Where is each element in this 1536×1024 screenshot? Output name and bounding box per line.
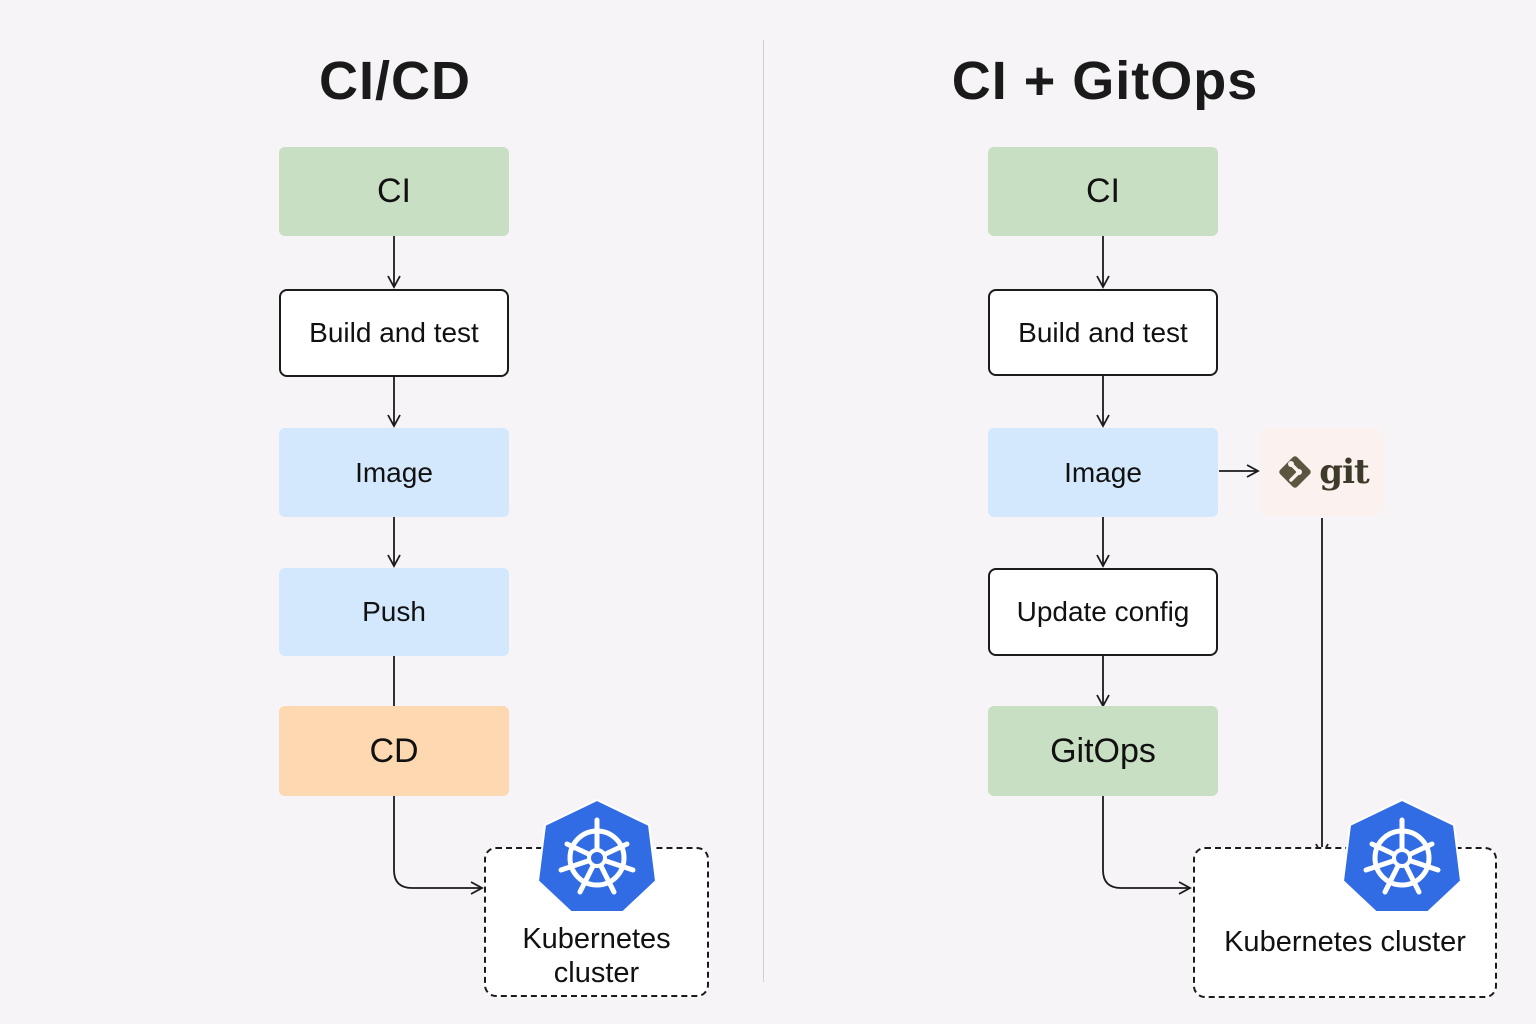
right-node-image: Image xyxy=(988,428,1218,517)
kubernetes-helm-icon xyxy=(1341,798,1463,913)
left-node-cd-label: CD xyxy=(369,731,419,770)
left-node-image: Image xyxy=(279,428,509,517)
right-node-update-label: Update config xyxy=(1016,596,1190,627)
left-node-cd: CD xyxy=(279,706,509,796)
right-title: CI + GitOps xyxy=(951,51,1259,111)
right-node-gitops-label: GitOps xyxy=(1050,731,1156,770)
git-badge: git xyxy=(1261,428,1383,516)
right-cluster-label: Kubernetes cluster xyxy=(1224,926,1466,958)
right-node-image-label: Image xyxy=(1064,456,1142,488)
right-node-ci-label: CI xyxy=(1086,172,1120,210)
left-node-push: Push xyxy=(279,568,509,656)
left-node-ci-label: CI xyxy=(377,172,411,210)
right-node-gitops: GitOps xyxy=(988,706,1218,796)
right-node-build-and-test: Build and test xyxy=(988,289,1218,376)
left-node-image-label: Image xyxy=(355,456,433,488)
center-divider xyxy=(763,40,764,982)
left-cluster-label-line1: Kubernetes xyxy=(522,923,671,955)
right-node-ci: CI xyxy=(988,147,1218,236)
left-cluster-label-line2: cluster xyxy=(553,957,640,989)
git-logo-text: git xyxy=(1319,452,1369,492)
right-node-update-config: Update config xyxy=(988,568,1218,656)
left-title: CI/CD xyxy=(319,51,471,111)
right-node-build-label: Build and test xyxy=(1018,316,1188,348)
git-logo-icon xyxy=(1279,456,1312,488)
left-node-ci: CI xyxy=(279,147,509,236)
left-node-push-label: Push xyxy=(362,596,426,627)
arrow-right-gitops-cluster xyxy=(1102,796,1192,895)
left-node-build-and-test: Build and test xyxy=(279,289,509,377)
left-node-build-label: Build and test xyxy=(309,317,479,348)
arrow-left-cd-cluster xyxy=(393,796,484,895)
kubernetes-helm-icon xyxy=(536,798,658,913)
